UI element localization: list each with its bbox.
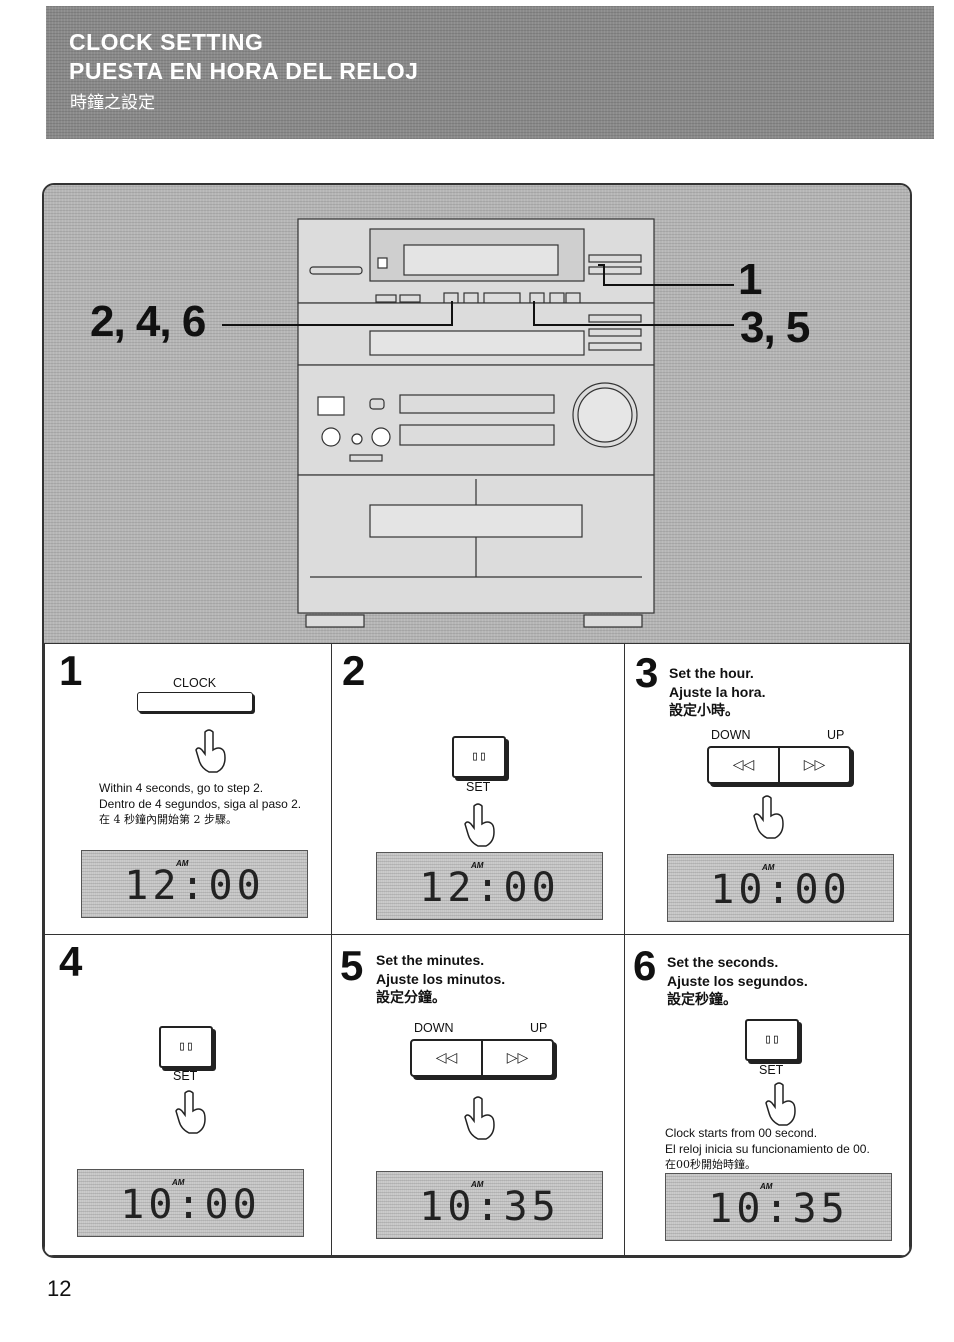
- step-3-display: AM 10:00: [667, 854, 894, 922]
- step-5-line-zh: 設定分鐘。: [376, 990, 446, 1006]
- step-number: 3: [635, 649, 659, 696]
- step-4-display: AM 10:00: [77, 1169, 304, 1237]
- set-button[interactable]: ▯▯: [745, 1019, 799, 1061]
- set-button[interactable]: ▯▯: [159, 1026, 213, 1068]
- press-hand-icon: [195, 729, 226, 773]
- stereo-drawing: [222, 218, 734, 628]
- callout-steps-3-5: 3, 5: [740, 303, 810, 352]
- am-indicator: AM: [471, 1180, 484, 1189]
- down-button[interactable]: ◁◁: [732, 756, 755, 772]
- callout-steps-2-4-6: 2, 4, 6: [90, 297, 206, 346]
- time-readout: 12:00: [419, 865, 560, 911]
- step-5-line-en: Set the minutes.: [376, 952, 485, 968]
- step-2-display: AM 12:00: [376, 852, 603, 920]
- step-6-line-zh: 設定秒鐘。: [667, 992, 737, 1008]
- am-indicator: AM: [760, 1182, 773, 1191]
- press-hand-icon: [175, 1090, 206, 1134]
- down-up-buttons: ◁◁ ▷▷: [707, 746, 851, 784]
- press-hand-icon: [464, 803, 495, 847]
- time-readout: 12:00: [124, 863, 265, 909]
- step-5-line-es: Ajuste los minutos.: [376, 971, 506, 987]
- am-indicator: AM: [471, 861, 484, 870]
- clock-button[interactable]: [137, 692, 253, 712]
- title-chinese: 時鐘之設定: [70, 93, 155, 113]
- step-6-display: AM 10:35: [665, 1173, 892, 1241]
- step-6-line-es: Ajuste los segundos.: [667, 973, 808, 989]
- step-1-note-zh: 在 4 秒鐘內開始第 2 步驟。: [99, 813, 237, 826]
- page-number: 12: [47, 1276, 72, 1301]
- step-5-display: AM 10:35: [376, 1171, 603, 1239]
- step-number: 1: [59, 647, 83, 694]
- time-readout: 10:35: [708, 1186, 849, 1232]
- step-5-panel: 5 Set the minutes. Ajuste los minutos. 設…: [331, 934, 625, 1256]
- up-label: UP: [530, 1021, 548, 1035]
- step-6-note-zh: 在00秒開始時鐘。: [665, 1158, 756, 1171]
- press-hand-icon: [753, 795, 784, 839]
- step-1-note-en: Within 4 seconds, go to step 2.: [99, 781, 264, 795]
- title-english: CLOCK SETTING: [69, 29, 264, 55]
- time-readout: 10:35: [419, 1184, 560, 1230]
- step-2-panel: 2 ▯▯ SET AM 12:00: [331, 643, 625, 935]
- up-button[interactable]: ▷▷: [778, 748, 849, 782]
- set-button-label: SET: [759, 1063, 784, 1077]
- step-1-display: AM 12:00: [81, 850, 308, 918]
- step-6-panel: 6 Set the seconds. Ajuste los segundos. …: [624, 934, 910, 1256]
- down-label: DOWN: [711, 728, 751, 742]
- am-indicator: AM: [172, 1178, 185, 1187]
- step-3-line-en: Set the hour.: [669, 665, 754, 681]
- instruction-panel: 2, 4, 6 1 3, 5 1 CLOCK Within 4 seconds,…: [42, 183, 912, 1258]
- down-up-buttons: ◁◁ ▷▷: [410, 1039, 554, 1077]
- am-indicator: AM: [762, 863, 775, 872]
- step-4-panel: 4 ▯▯ SET AM 10:00: [44, 934, 332, 1256]
- stereo-illustration: 2, 4, 6 1 3, 5: [44, 185, 910, 643]
- am-indicator: AM: [176, 859, 189, 868]
- step-6-line-en: Set the seconds.: [667, 954, 779, 970]
- step-number: 4: [59, 938, 83, 985]
- step-1-note-es: Dentro de 4 segundos, siga al paso 2.: [99, 797, 302, 811]
- title-spanish: PUESTA EN HORA DEL RELOJ: [69, 58, 419, 84]
- press-hand-icon: [464, 1096, 495, 1140]
- step-6-note-es: El reloj inicia su funcionamiento de 00.: [665, 1142, 870, 1156]
- callout-step-1: 1: [738, 255, 763, 304]
- up-label: UP: [827, 728, 845, 742]
- press-hand-icon: [765, 1082, 796, 1126]
- clock-button-label: CLOCK: [173, 676, 217, 690]
- up-button[interactable]: ▷▷: [481, 1041, 552, 1075]
- set-button[interactable]: ▯▯: [452, 736, 506, 778]
- time-readout: 10:00: [120, 1182, 261, 1228]
- set-button-label: SET: [173, 1069, 198, 1083]
- section-header: CLOCK SETTING PUESTA EN HORA DEL RELOJ 時…: [46, 6, 934, 139]
- step-1-panel: 1 CLOCK Within 4 seconds, go to step 2. …: [44, 643, 332, 935]
- step-3-panel: 3 Set the hour. Ajuste la hora. 設定小時。 DO…: [624, 643, 910, 935]
- time-readout: 10:00: [710, 867, 851, 913]
- step-number: 6: [633, 942, 657, 989]
- step-6-note-en: Clock starts from 00 second.: [665, 1126, 818, 1140]
- step-3-line-zh: 設定小時。: [669, 703, 739, 719]
- down-button[interactable]: ◁◁: [435, 1049, 458, 1065]
- down-label: DOWN: [414, 1021, 454, 1035]
- step-number: 5: [340, 942, 364, 989]
- step-3-line-es: Ajuste la hora.: [669, 684, 766, 700]
- set-button-label: SET: [466, 780, 491, 794]
- step-number: 2: [342, 647, 366, 694]
